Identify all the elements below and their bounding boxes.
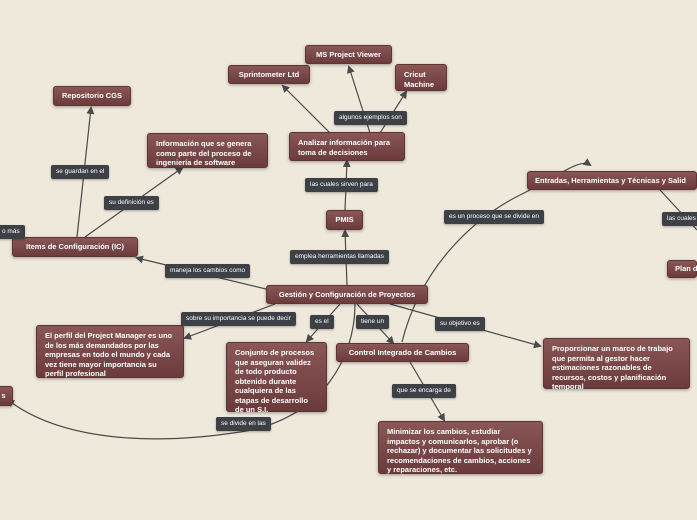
node-plan[interactable]: Plan d <box>667 260 697 278</box>
node-items-configuracion[interactable]: Items de Configuración (IC) <box>12 237 138 257</box>
node-gestion-configuracion[interactable]: Gestión y Configuración de Proyectos <box>266 285 428 304</box>
node-ms-project-viewer[interactable]: MS Project Viewer <box>305 45 392 64</box>
node-cricut-machine[interactable]: Cricut Machine <box>395 64 447 91</box>
label-tiene-un: tiene un <box>356 315 390 329</box>
label-algunos-ejemplos: algunos ejemplos son <box>334 111 407 125</box>
label-se-guardan: se guardan en el <box>51 165 110 179</box>
node-proporcionar-marco[interactable]: Proporcionar un marco de trabajo que per… <box>543 338 690 391</box>
node-repositorio-cgs[interactable]: Repositorio CGS <box>53 86 131 106</box>
node-entradas-herramientas[interactable]: Entradas, Herramientas y Técnicas y Sali… <box>527 171 697 190</box>
node-pmis[interactable]: PMIS <box>326 210 363 230</box>
node-sprintometer[interactable]: Sprintometer Ltd <box>228 65 310 84</box>
label-maneja-cambios: maneja los cambios como <box>165 264 251 278</box>
label-cuales-sirven: las cuales sirven para <box>305 178 378 192</box>
node-informacion-genera[interactable]: Información que se genera como parte del… <box>147 133 268 168</box>
label-que-se-encarga: que se encarga de <box>392 384 456 398</box>
label-es-el: es el <box>310 315 334 329</box>
label-emplea-herramientas: emplea herramientas llamadas <box>290 250 389 264</box>
label-es-un-proceso: es un proceso que se divide en <box>444 210 544 224</box>
node-minimizar-cambios[interactable]: Minimizar los cambios, estudiar impactos… <box>378 421 543 474</box>
node-analizar-informacion[interactable]: Analizar información para toma de decisi… <box>289 132 405 161</box>
link-analizar-sprint <box>281 84 331 134</box>
label-su-objetivo: su objetivo es <box>435 317 485 331</box>
label-las-cuales: las cuales <box>662 212 697 226</box>
label-su-definicion: su definición es <box>104 196 159 210</box>
label-se-divide-en: se divide en las <box>216 417 271 431</box>
node-control-integrado[interactable]: Control Integrado de Cambios <box>336 343 469 362</box>
label-sobre-importancia: sobre su importancia se puede decir <box>181 312 296 326</box>
node-left-partial[interactable]: s <box>0 386 13 406</box>
label-o-mas: o más <box>0 225 25 239</box>
node-conjunto-procesos[interactable]: Conjunto de procesos que aseguran valide… <box>226 342 327 414</box>
node-perfil-project-manager[interactable]: El perfil del Project Manager es uno de … <box>36 325 184 378</box>
